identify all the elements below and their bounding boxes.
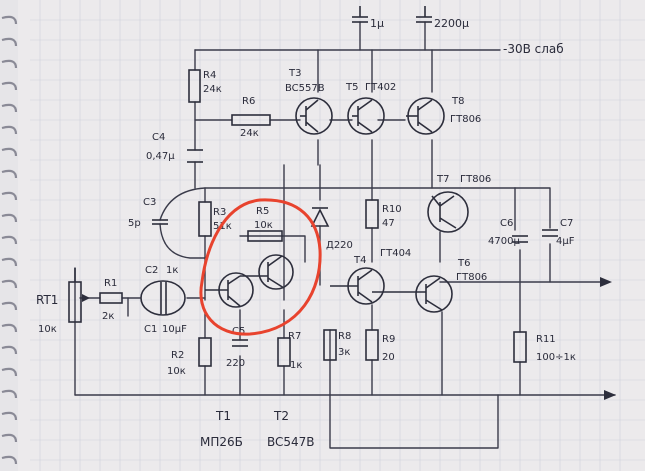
c5-value: 220 bbox=[226, 358, 245, 369]
c4-value: 0,47μ bbox=[146, 151, 175, 162]
resistor-r8: R8 3к bbox=[323, 329, 351, 361]
resistor-r11: R11 100÷1к bbox=[513, 331, 576, 363]
r11-id: R11 bbox=[536, 334, 556, 345]
cap-1mk-label: 1μ bbox=[370, 17, 384, 30]
c2-id: C2 bbox=[145, 265, 158, 276]
r8-id: R8 bbox=[338, 331, 351, 342]
paper-sheet bbox=[18, 0, 645, 471]
r10-value: 47 bbox=[382, 218, 395, 229]
resistor-r9: R9 20 bbox=[365, 329, 395, 363]
r1-id: R1 bbox=[104, 278, 117, 289]
t1-id: T1 bbox=[215, 409, 231, 423]
t3-id: T3 bbox=[288, 68, 301, 79]
resistor-r10: R10 47 bbox=[365, 199, 402, 229]
rt1-id: RT1 bbox=[36, 293, 58, 307]
capacitor-c3: C3 5p bbox=[128, 197, 168, 229]
potentiometer-rt1: RT1 10к bbox=[36, 268, 90, 335]
resistor-r6: R6 24к bbox=[231, 96, 271, 139]
resistor-r7: R7 1к bbox=[277, 331, 302, 371]
r2-value: 10к bbox=[167, 366, 186, 377]
transistor-t7: T7 ГТ806 bbox=[427, 174, 491, 233]
transistor-t3: T3 BC557B bbox=[285, 68, 333, 135]
rt1-value: 10к bbox=[38, 324, 57, 335]
output-arrow-icon bbox=[600, 277, 612, 287]
t4-id: T4 bbox=[353, 255, 366, 266]
r9-id: R9 bbox=[382, 334, 395, 345]
spiral-binding bbox=[1, 15, 18, 465]
resistor-r2: R2 10к bbox=[167, 337, 212, 377]
wires bbox=[74, 21, 616, 449]
capacitor-c5: C5 220 bbox=[226, 326, 248, 369]
t7-id: T7 bbox=[436, 174, 449, 185]
resistor-r1: R1 2к bbox=[99, 278, 123, 322]
t8-type: ГТ806 bbox=[450, 114, 481, 125]
c6-value: 4700μ bbox=[488, 236, 520, 247]
resistor-r4: R4 24к bbox=[188, 69, 222, 103]
t3-type: BC557B bbox=[285, 83, 325, 94]
c5-id: C5 bbox=[232, 326, 245, 337]
cap-2200mk: 2200μ bbox=[416, 6, 469, 30]
c3-id: C3 bbox=[143, 197, 156, 208]
r10-id: R10 bbox=[382, 204, 402, 215]
r4-value: 24к bbox=[203, 84, 222, 95]
supply-label: -30В слаб bbox=[503, 42, 564, 56]
t6-id: T6 bbox=[457, 258, 470, 269]
capacitor-c6: C6 4700μ bbox=[488, 218, 528, 247]
r6-value: 24к bbox=[240, 128, 259, 139]
highlight-circle bbox=[199, 198, 322, 336]
transistor-t1: T1 МП26Б bbox=[200, 272, 254, 449]
t7-type: ГТ806 bbox=[460, 174, 491, 185]
wiper-arrow-icon bbox=[82, 294, 90, 302]
cap-1mk: 1μ bbox=[352, 6, 384, 30]
c1-id: C1 bbox=[144, 324, 157, 335]
cap-2200mk-label: 2200μ bbox=[434, 17, 469, 30]
c7-id: C7 bbox=[560, 218, 573, 229]
r7-id: R7 bbox=[288, 331, 301, 342]
t2-id: T2 bbox=[273, 409, 289, 423]
t2-type: BC547B bbox=[267, 435, 315, 449]
capacitor-c4: C4 0,47μ bbox=[146, 132, 203, 163]
capacitor-c2-c1: C2 1к C1 10μF bbox=[140, 265, 187, 335]
c7-value: 4μF bbox=[556, 236, 575, 247]
r2-id: R2 bbox=[171, 350, 184, 361]
r3-id: R3 bbox=[213, 207, 226, 218]
t8-id: T8 bbox=[451, 96, 464, 107]
transistor-t6: T6 ГТ806 bbox=[372, 258, 487, 313]
ground-arrow-icon bbox=[604, 390, 616, 400]
r1-value: 2к bbox=[102, 311, 114, 322]
transistor-t2: T2 BC547B bbox=[240, 254, 315, 449]
t1-type: МП26Б bbox=[200, 435, 243, 449]
c6-id: C6 bbox=[500, 218, 513, 229]
capacitor-c7: C7 4μF bbox=[542, 218, 575, 247]
r11-value: 100÷1к bbox=[536, 352, 576, 363]
c3-value: 5p bbox=[128, 218, 141, 229]
transistor-t4: T4 ГТ404 bbox=[330, 248, 411, 305]
transistor-t5: T5 ГТ402 bbox=[345, 82, 396, 135]
resistor-r5: R5 10к bbox=[247, 206, 283, 242]
transistor-t8: T8 ГТ806 bbox=[406, 96, 481, 135]
r9-value: 20 bbox=[382, 352, 395, 363]
c1-value: 10μF bbox=[162, 324, 187, 335]
t5-type: ГТ402 bbox=[365, 82, 396, 93]
t6-type: ГТ806 bbox=[456, 272, 487, 283]
r5-id: R5 bbox=[256, 206, 269, 217]
r7-value: 1к bbox=[290, 360, 302, 371]
r8-value: 3к bbox=[338, 347, 350, 358]
c2-value: 1к bbox=[166, 265, 178, 276]
c4-id: C4 bbox=[152, 132, 165, 143]
r6-id: R6 bbox=[242, 96, 255, 107]
r4-id: R4 bbox=[203, 70, 216, 81]
paper-grid bbox=[30, 0, 645, 471]
t4-type: ГТ404 bbox=[380, 248, 411, 259]
r5-value: 10к bbox=[254, 220, 273, 231]
diode-d220: Д220 bbox=[310, 207, 353, 251]
t5-id: T5 bbox=[345, 82, 358, 93]
diode-label: Д220 bbox=[326, 240, 353, 251]
